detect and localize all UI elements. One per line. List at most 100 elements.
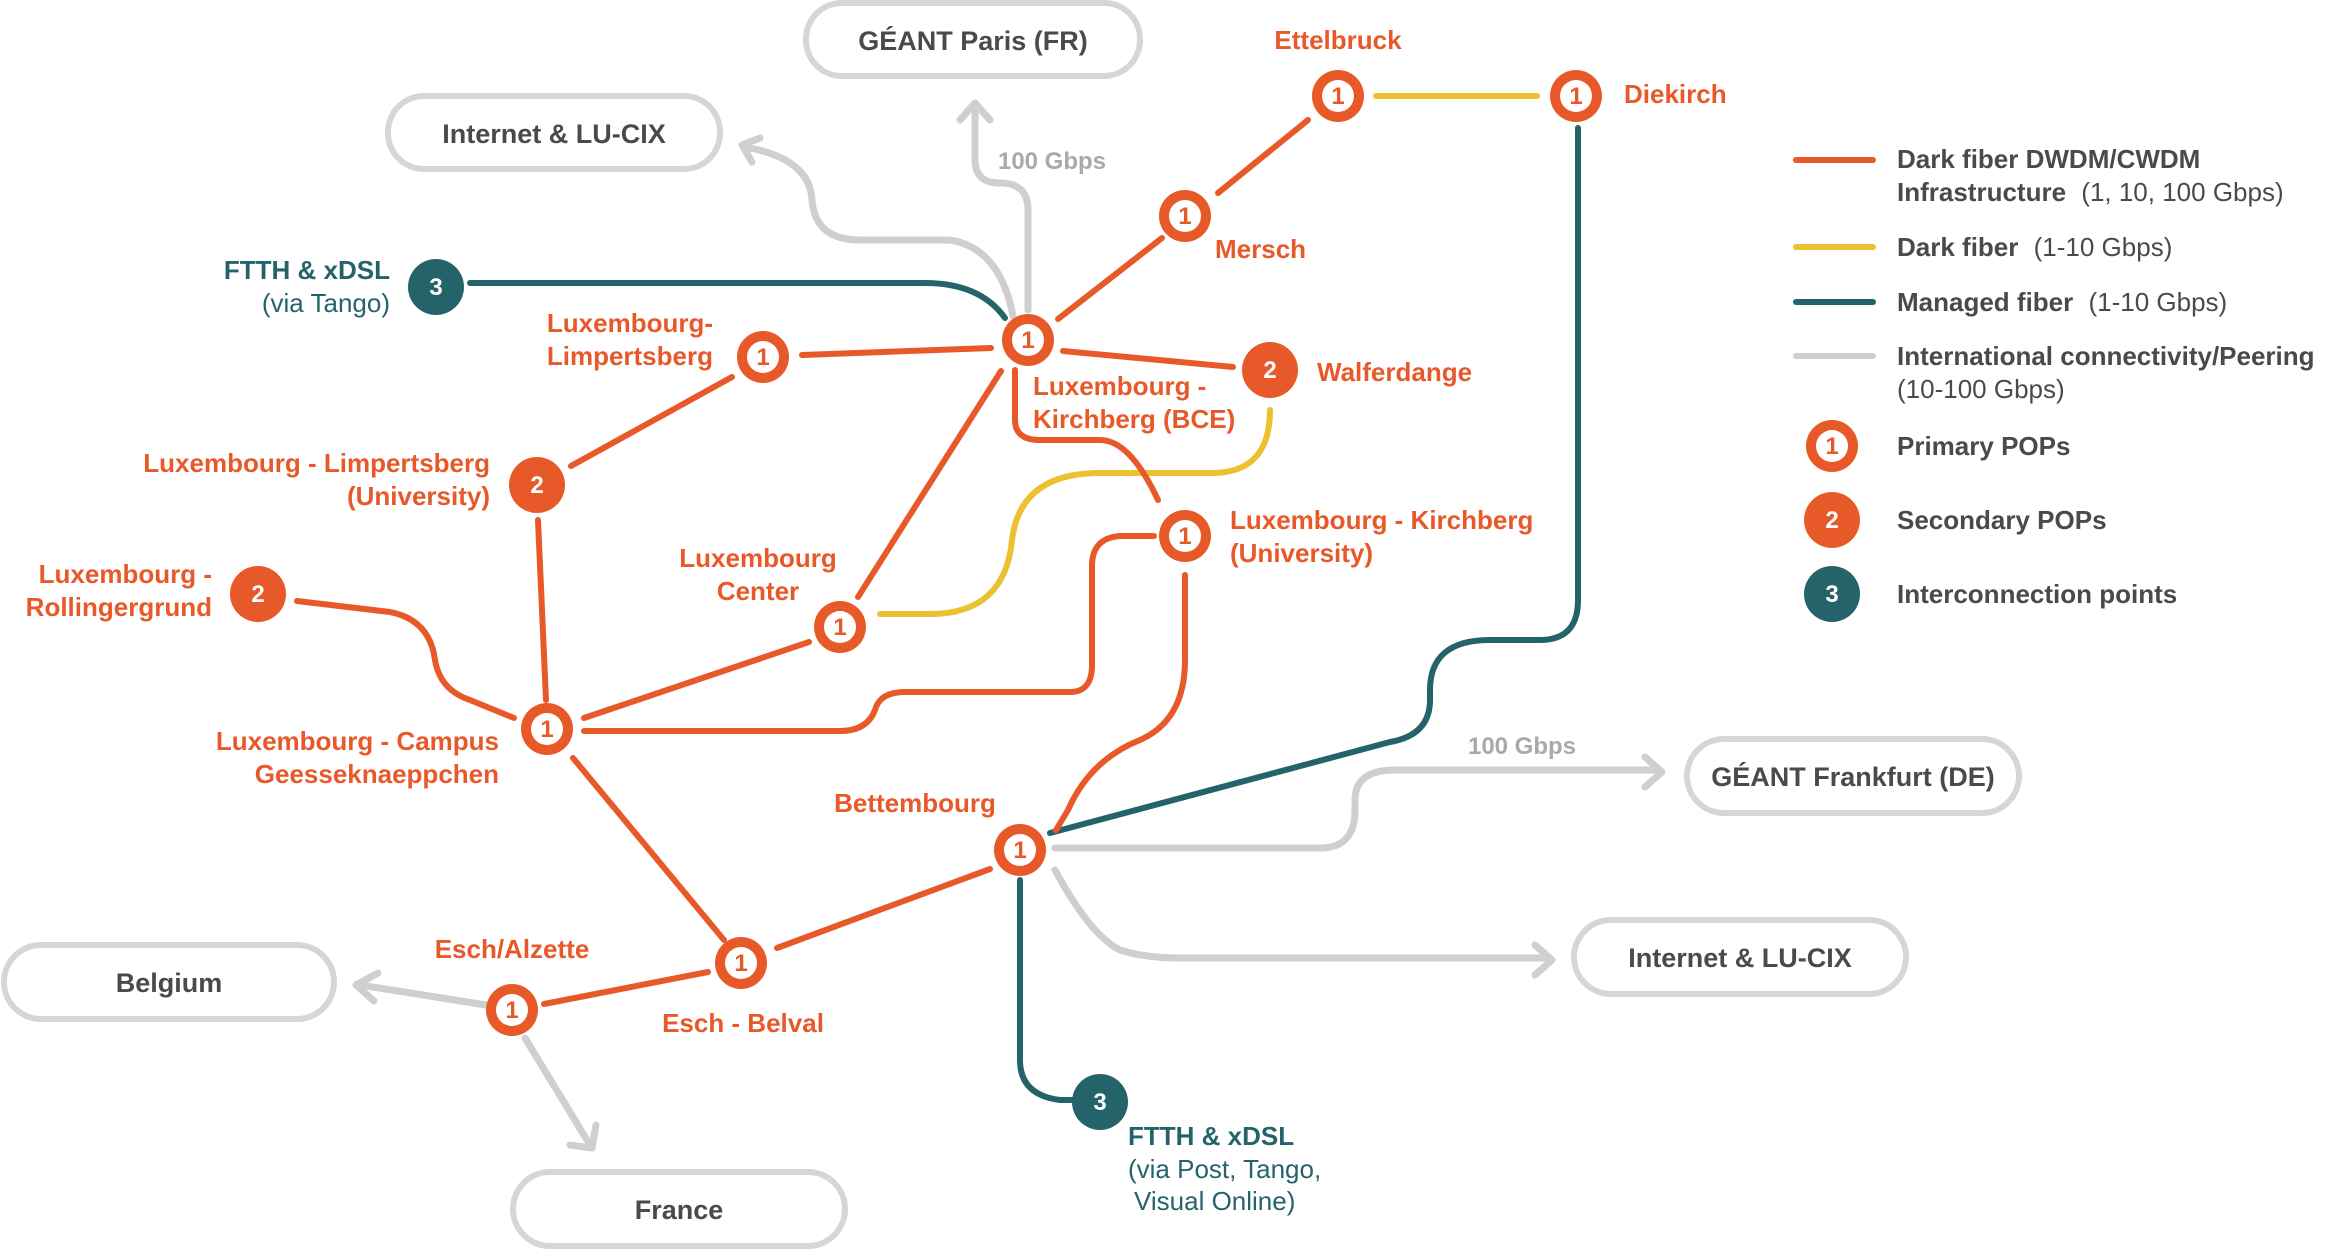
legend-dark-fiber: Dark fiber (1-10 Gbps): [1793, 232, 2172, 262]
node-limpertsberg: 1: [737, 331, 789, 383]
label-kirchberg-bce-line1: Luxembourg -: [1033, 371, 1206, 401]
label-center-line2: Center: [717, 576, 799, 606]
legend-secondary: 2 Secondary POPs: [1804, 492, 2107, 548]
svg-text:2: 2: [1263, 357, 1276, 384]
label-limpertsberg-line2: Limpertsberg: [547, 341, 713, 371]
legend-managed-fiber: Managed fiber (1-10 Gbps): [1793, 287, 2227, 317]
svg-text:2: 2: [530, 472, 543, 499]
svg-text:1: 1: [1178, 523, 1191, 550]
svg-text:1: 1: [1569, 83, 1582, 110]
node-labels: Ettelbruck Diekirch Mersch Luxembourg - …: [26, 25, 1727, 1216]
svg-text:Managed fiber (1-10 Gb: Managed fiber (1-10 Gbps): [1897, 287, 2227, 317]
label-ftth-top-line2: (via Tango): [262, 288, 390, 318]
svg-text:Belgium: Belgium: [116, 968, 223, 998]
label-limpertsberg-uni-line1: Luxembourg - Limpertsberg: [143, 448, 490, 478]
link-france: [521, 1034, 594, 1149]
link-ftth-top: [467, 280, 1008, 321]
dark-fiber-links: [877, 93, 1540, 617]
frankfurt-bandwidth-label: 100 Gbps: [1468, 733, 1576, 760]
svg-text:GÉANT Paris (FR): GÉANT Paris (FR): [858, 25, 1088, 56]
label-ettelbruck: Ettelbruck: [1274, 25, 1402, 55]
link-mersch-kirchberg: [1055, 235, 1165, 322]
link-belval-bettembourg: [774, 866, 993, 951]
node-center: 1: [814, 601, 866, 653]
link-paris: [971, 104, 1032, 314]
link-ftth-bottom: [1017, 877, 1078, 1103]
svg-text:2: 2: [1825, 507, 1838, 534]
svg-text:France: France: [635, 1195, 724, 1225]
svg-text:2: 2: [251, 581, 264, 608]
destination-internet-lucix-top: Internet & LU-CIX: [385, 93, 723, 172]
label-campus-line1: Luxembourg - Campus: [216, 726, 499, 756]
node-ftth-bottom: 3: [1072, 1074, 1128, 1130]
label-center-line1: Luxembourg: [679, 543, 836, 573]
link-center-campus: [581, 639, 812, 721]
svg-text:GÉANT Frankfurt (DE): GÉANT Frankfurt (DE): [1711, 761, 1995, 792]
link-kirchberg-limpertsberg: [799, 345, 994, 358]
svg-text:Dark fiber DWDM/CWDM: Dark fiber DWDM/CWDM: [1897, 144, 2200, 174]
svg-text:1: 1: [1331, 83, 1344, 110]
svg-text:1: 1: [833, 614, 846, 641]
svg-text:Interconnection points: Interconnection points: [1897, 579, 2177, 609]
legend: Dark fiber DWDM/CWDM Infrastructure (1, …: [1793, 144, 2315, 622]
label-bettembourg: Bettembourg: [834, 788, 996, 818]
svg-text:(10-100 Gbps): (10-100 Gbps): [1897, 374, 2065, 404]
node-diekirch: 1: [1550, 70, 1602, 122]
svg-text:Internet & LU-CIX: Internet & LU-CIX: [442, 119, 666, 149]
link-ettelbruck-mersch: [1215, 117, 1311, 196]
node-mersch: 1: [1159, 190, 1211, 242]
link-kirchberg-center: [855, 368, 1004, 600]
node-kirchberg-bce: 1: [1002, 314, 1054, 366]
external-boxes: GÉANT Paris (FR) Internet & LU-CIX GÉANT…: [1, 0, 2022, 1249]
paris-bandwidth-label: 100 Gbps: [998, 148, 1106, 175]
link-limpuni-campus: [535, 517, 549, 703]
label-ftth-top-line1: FTTH & xDSL: [224, 255, 390, 285]
svg-text:1: 1: [734, 950, 747, 977]
svg-text:Dark fiber (1-10 Gbps): Dark fiber (1-10 Gbps): [1897, 232, 2172, 262]
svg-text:3: 3: [1825, 581, 1838, 608]
svg-text:Secondary POPs: Secondary POPs: [1897, 505, 2107, 535]
link-frankfurt: [1051, 766, 1662, 852]
arrow-frankfurt: [1641, 753, 1666, 791]
managed-fiber-links: [467, 125, 1581, 1103]
label-ftth-bottom-line2: (via Post, Tango,: [1128, 1154, 1321, 1184]
destination-geant-frankfurt: GÉANT Frankfurt (DE): [1684, 736, 2022, 816]
arrow-internet-top: [738, 134, 764, 166]
svg-text:Primary POPs: Primary POPs: [1897, 431, 2070, 461]
label-ftth-bottom-line3: Visual Online): [1134, 1186, 1295, 1216]
destination-geant-paris: GÉANT Paris (FR): [803, 0, 1143, 79]
destination-france: France: [510, 1169, 848, 1249]
link-belgium: [356, 981, 490, 1009]
label-rollingergrund-line2: Rollingergrund: [26, 592, 212, 622]
svg-text:1: 1: [505, 997, 518, 1024]
dwdm-links: [294, 117, 1311, 1007]
link-internet-bottom: [1051, 866, 1552, 962]
arrow-france: [566, 1121, 600, 1152]
link-campus-kirchberguni: [581, 533, 1157, 734]
legend-international: International connectivity/Peering (10-1…: [1793, 341, 2315, 404]
link-internet-top: [746, 144, 1017, 320]
legend-interconnection: 3 Interconnection points: [1804, 566, 2177, 622]
svg-text:1: 1: [1178, 203, 1191, 230]
label-limpertsberg-line1: Luxembourg-: [547, 308, 713, 338]
destination-internet-lucix-bottom: Internet & LU-CIX: [1571, 917, 1909, 997]
label-belval: Esch - Belval: [662, 1008, 824, 1038]
label-ftth-bottom-line1: FTTH & xDSL: [1128, 1121, 1294, 1151]
node-walferdange: 2: [1242, 342, 1298, 398]
node-campus: 1: [521, 703, 573, 755]
arrow-internet-bottom: [1531, 941, 1556, 979]
svg-text:Infrastructure (1, 10,: Infrastructure (1, 10, 100 Gbps): [1897, 177, 2284, 207]
international-links: [352, 99, 1666, 1152]
link-rollingergrund-campus: [294, 598, 517, 721]
destination-belgium: Belgium: [1, 942, 337, 1022]
node-limpertsberg-uni: 2: [509, 457, 565, 513]
node-ettelbruck: 1: [1312, 70, 1364, 122]
label-kirchberg-bce-line2: Kirchberg (BCE): [1033, 404, 1235, 434]
label-esch-alzette: Esch/Alzette: [435, 934, 590, 964]
link-center-walferdange: [877, 407, 1273, 617]
legend-primary: 1 Primary POPs: [1806, 420, 2070, 472]
link-limpertsberg-limpuni: [568, 374, 735, 469]
node-rollingergrund: 2: [230, 566, 286, 622]
link-diekirch-bettembourg: [1047, 125, 1581, 836]
link-kirchberg-walferdange: [1060, 348, 1236, 370]
